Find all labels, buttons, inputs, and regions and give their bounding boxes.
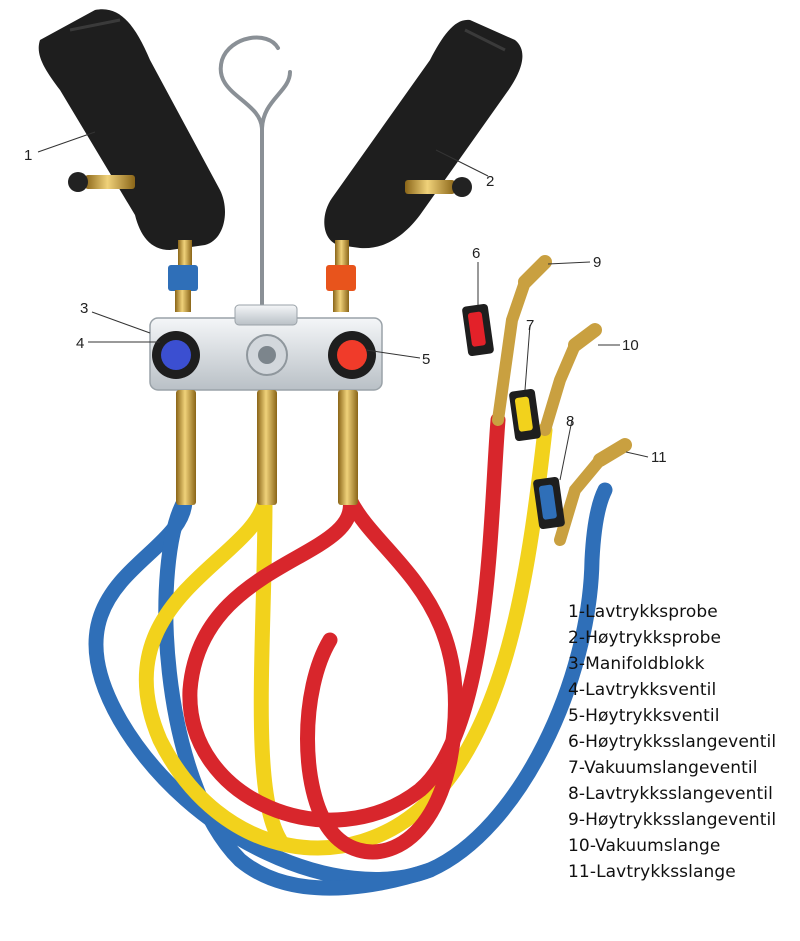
low-pressure-valve — [152, 331, 200, 379]
callout-2: 2 — [486, 173, 494, 190]
legend-item: 11-Lavtrykksslange — [568, 859, 800, 885]
callout-6: 6 — [472, 245, 480, 262]
high-pressure-valve — [328, 331, 376, 379]
callout-3: 3 — [80, 300, 88, 317]
hanger-hook — [221, 38, 290, 310]
legend-list: 1-Lavtrykksprobe 2-Høytrykksprobe 3-Mani… — [568, 599, 800, 885]
callout-9: 9 — [593, 254, 601, 271]
callout-7: 7 — [526, 317, 534, 334]
legend-item: 2-Høytrykksprobe — [568, 625, 800, 651]
legend-item: 7-Vakuumslangeventil — [568, 755, 800, 781]
callout-5: 5 — [422, 351, 430, 368]
callout-1: 1 — [24, 147, 32, 164]
legend-item: 10-Vakuumslange — [568, 833, 800, 859]
legend-item: 9-Høytrykksslangeventil — [568, 807, 800, 833]
legend-item: 6-Høytrykksslangeventil — [568, 729, 800, 755]
callout-10: 10 — [622, 337, 639, 354]
legend-item: 1-Lavtrykksprobe — [568, 599, 800, 625]
legend-item: 3-Manifoldblokk — [568, 651, 800, 677]
legend-item: 5-Høytrykksventil — [568, 703, 800, 729]
high-pressure-probe — [324, 20, 522, 268]
lower-fittings — [176, 390, 358, 505]
callout-11: 11 — [651, 449, 667, 466]
callout-8: 8 — [566, 413, 574, 430]
callout-4: 4 — [76, 335, 84, 352]
blue-coupler — [168, 265, 198, 291]
legend-item: 4-Lavtrykksventil — [568, 677, 800, 703]
orange-coupler — [326, 265, 356, 291]
legend-item: 8-Lavtrykksslangeventil — [568, 781, 800, 807]
low-pressure-probe — [39, 9, 225, 268]
